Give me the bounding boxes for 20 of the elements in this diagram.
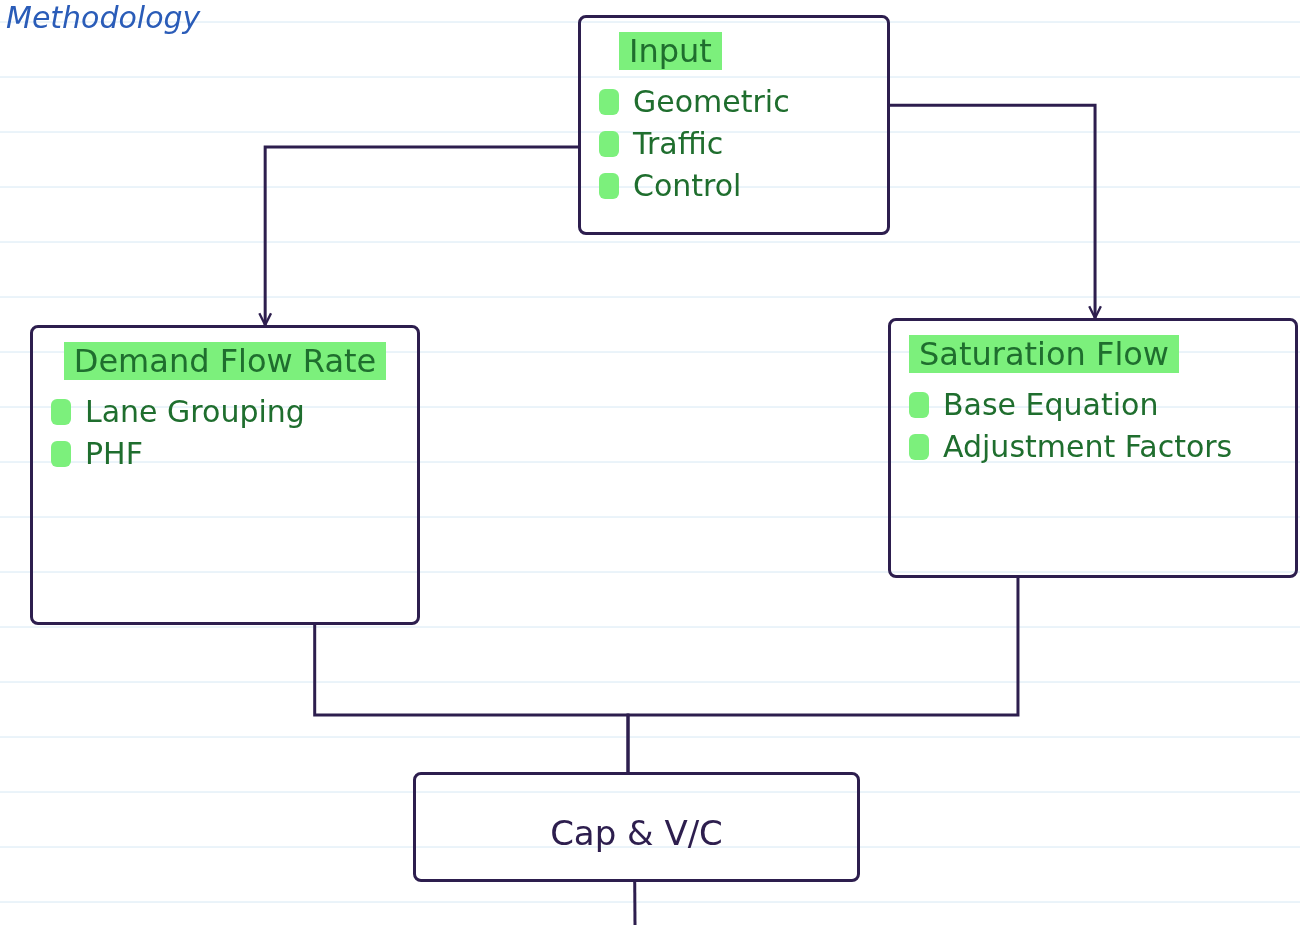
list-item: Adjustment Factors [943,429,1233,466]
connector-line [633,882,637,925]
list-item: Base Equation [943,387,1159,424]
list-item: Control [633,168,742,205]
heading: Input [619,32,722,71]
arrow [258,145,578,327]
box-label: Cap & V/C [549,813,724,853]
list-item: PHF [85,436,143,473]
heading: Demand Flow Rate [63,342,387,381]
connector-line [626,578,1020,772]
process-box [413,772,860,882]
process-box [888,318,1298,578]
title: Methodology [6,0,201,35]
list-item: Geometric [633,84,790,121]
list-item: Traffic [633,126,724,163]
arrow [890,103,1103,320]
process-box [30,325,420,625]
heading: Saturation Flow [909,335,1180,374]
process-box [578,15,890,235]
list-item: Lane Grouping [85,394,305,431]
